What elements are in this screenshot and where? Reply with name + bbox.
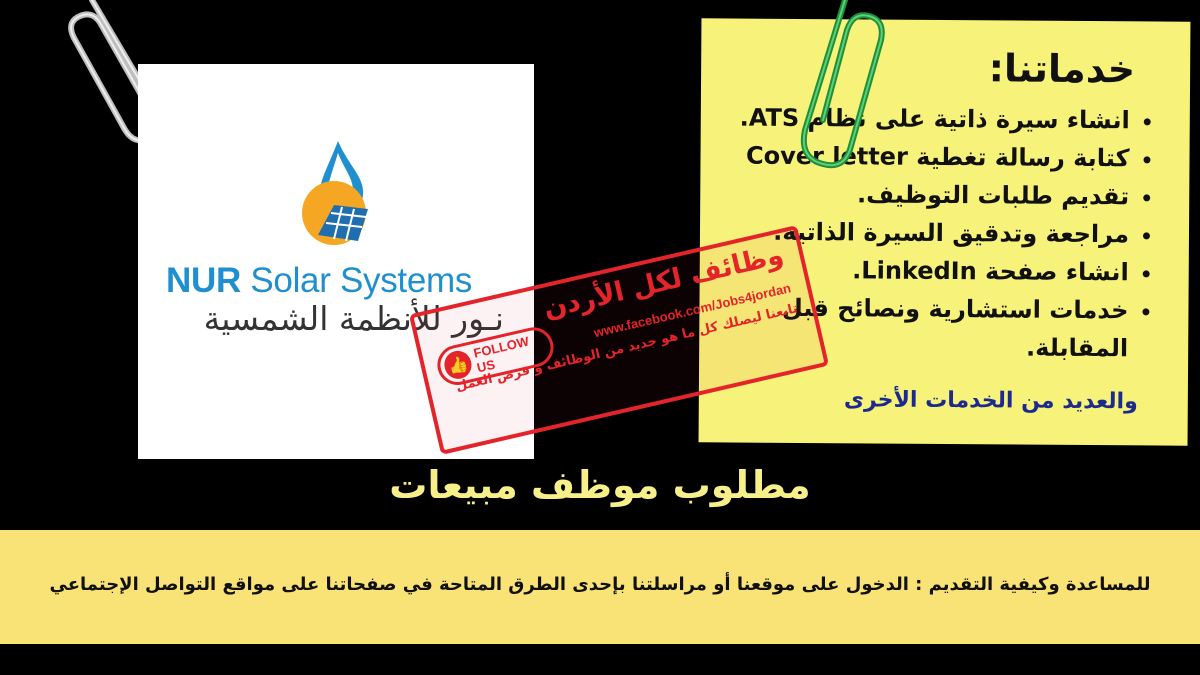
- more-services-text: والعديد من الخدمات الأخرى: [843, 387, 1138, 415]
- thumbs-up-icon: 👍: [441, 348, 475, 382]
- apply-info-text: للمساعدة وكيفية التقديم : الدخول على موق…: [49, 574, 1151, 595]
- paper-clip-green-icon: [800, 0, 885, 169]
- job-headline: مطلوب موظف مبيعات: [389, 463, 811, 507]
- solar-drop-logo-icon: [302, 141, 368, 245]
- list-item: انشاء سيرة ذاتية على نظام ATS.: [710, 98, 1130, 139]
- brand-name-english: NUR Solar Systems: [166, 261, 473, 300]
- brand-name-arabic: نـور للأنظمة الشمسية: [203, 299, 504, 338]
- company-logo-card: NUR Solar Systems نـور للأنظمة الشمسية: [138, 64, 534, 459]
- apply-info-bar: للمساعدة وكيفية التقديم : الدخول على موق…: [0, 530, 1200, 644]
- services-title: خدماتنا:: [988, 46, 1136, 92]
- list-item: تقديم طلبات التوظيف.: [709, 174, 1129, 215]
- list-item: كتابة رسالة تغطية Cover letter: [709, 136, 1130, 177]
